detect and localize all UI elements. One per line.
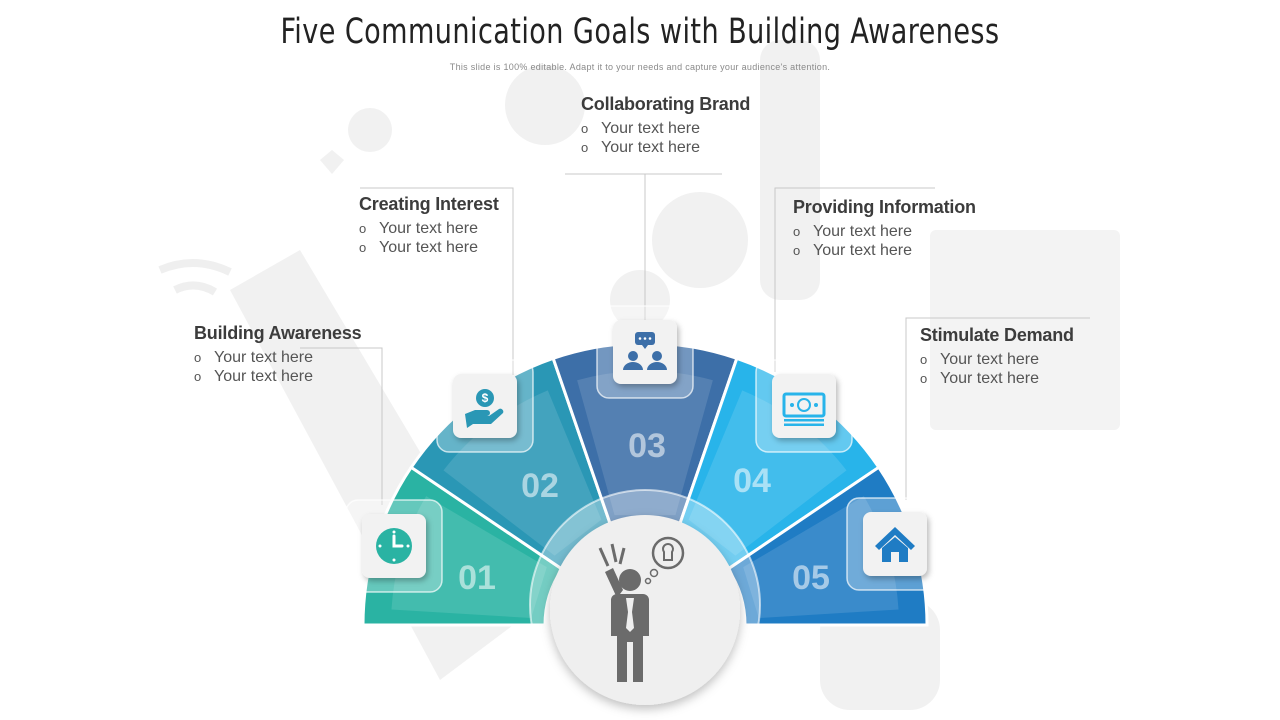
bullet-item: Your text here: [920, 369, 1074, 388]
bullet-list: Your text here Your text here: [920, 350, 1074, 388]
clock-icon: [376, 528, 412, 564]
icon-tile: [345, 499, 443, 593]
segment-number: 03: [628, 427, 666, 465]
connector-line: [905, 317, 1090, 500]
bullet-list: Your text here Your text here: [581, 119, 750, 157]
banknote-icon: [782, 392, 826, 426]
connector-line: [774, 187, 935, 372]
thinking-businessman-icon: [598, 536, 685, 682]
bullet-item: Your text here: [793, 222, 976, 241]
icon-tile: $: [436, 359, 534, 453]
label-heading: Creating Interest: [359, 194, 499, 214]
bullet-item: Your text here: [194, 367, 361, 386]
bullet-item: Your text here: [581, 138, 750, 157]
segment-inner-panel: [743, 496, 899, 619]
segment-number: 05: [792, 559, 830, 597]
segment-inner-panel: [391, 496, 547, 619]
home-icon: [875, 527, 915, 562]
connector-line: [360, 187, 514, 375]
segment-number: 02: [521, 467, 559, 505]
slide-subtitle: This slide is 100% editable. Adapt it to…: [449, 62, 831, 72]
segment-inner-panel: [577, 371, 713, 516]
bullet-list: Your text here Your text here: [793, 222, 976, 260]
slide-title: Five Communication Goals with Building A…: [280, 12, 1000, 52]
label-stimulate-demand: Stimulate Demand Your text here Your tex…: [920, 325, 1074, 388]
bullet-list: Your text here Your text here: [359, 219, 499, 257]
icon-tile: [596, 305, 694, 399]
segment-number: 04: [733, 462, 771, 500]
label-creating-interest: Creating Interest Your text here Your te…: [359, 194, 499, 257]
bullet-list: Your text here Your text here: [194, 348, 361, 386]
hand-money-icon: $: [465, 389, 504, 428]
bullet-item: Your text here: [793, 241, 976, 260]
label-providing-information: Providing Information Your text here You…: [793, 197, 976, 260]
icon-tile: [846, 497, 944, 591]
label-collaborating-brand: Collaborating Brand Your text here Your …: [581, 94, 750, 157]
label-heading: Collaborating Brand: [581, 94, 751, 114]
segment-05: [725, 465, 929, 627]
center-circle: [529, 489, 761, 720]
label-heading: Building Awareness: [194, 323, 362, 343]
bullet-item: Your text here: [359, 238, 499, 257]
bullet-item: Your text here: [920, 350, 1074, 369]
people-chat-icon: [623, 332, 667, 370]
icon-tile: [755, 359, 853, 453]
label-heading: Stimulate Demand: [920, 325, 1074, 345]
bullet-item: Your text here: [581, 119, 750, 138]
label-heading: Providing Information: [793, 197, 976, 217]
bullet-item: Your text here: [194, 348, 361, 367]
icon-tiles-group: $: [345, 305, 944, 593]
bullet-item: Your text here: [359, 219, 499, 238]
label-building-awareness: Building Awareness Your text here Your t…: [194, 323, 362, 386]
connector-line: [565, 173, 722, 320]
svg-text:$: $: [482, 391, 489, 405]
segment-number: 01: [458, 559, 496, 597]
